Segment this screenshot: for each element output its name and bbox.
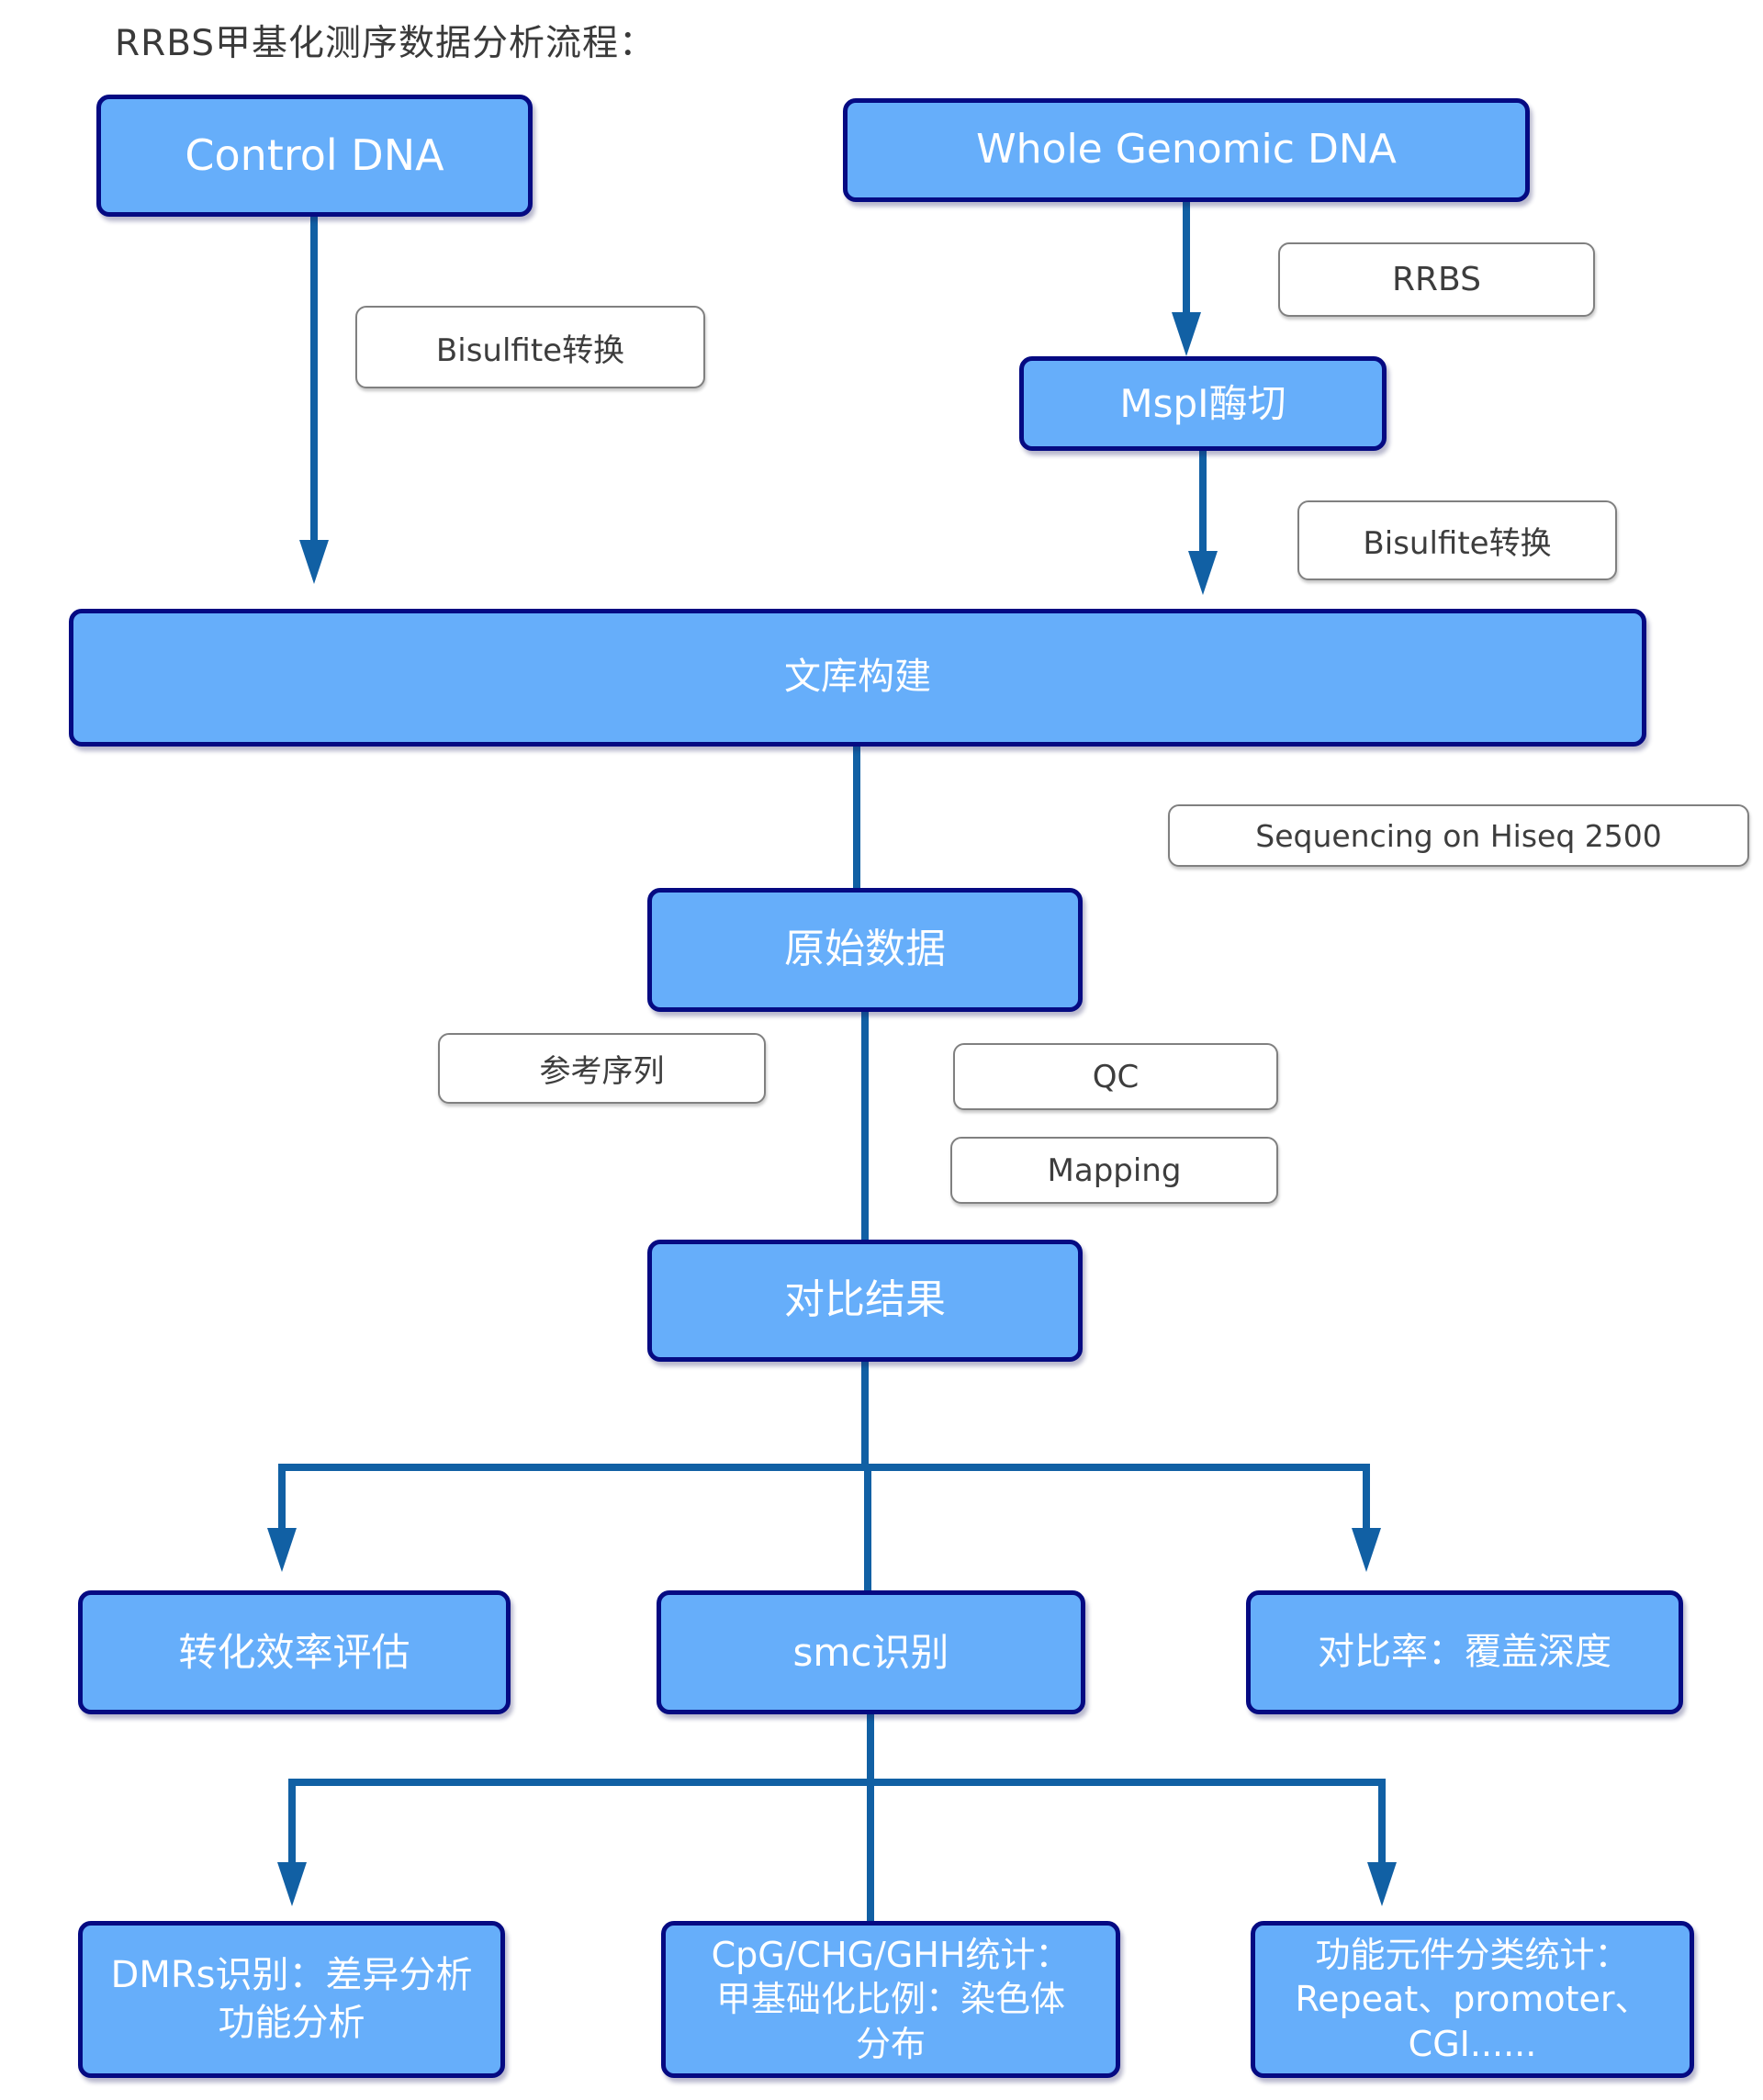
- node-functional-element-stats: 功能元件分类统计： Repeat、promoter、 CGI......: [1251, 1921, 1694, 2078]
- tag-mapping: Mapping: [950, 1137, 1278, 1204]
- node-mspi-digest-label: MspI酶切: [1119, 380, 1286, 426]
- node-alignment-result: 对比结果: [647, 1240, 1083, 1362]
- node-raw-data-label: 原始数据: [784, 926, 946, 973]
- node-alignment-ratio-coverage-label: 对比率：覆盖深度: [1318, 1630, 1611, 1673]
- tag-bisulfite-conversion-left: Bisulfite转换: [355, 306, 705, 388]
- arrowhead-branch2-left: [277, 1862, 307, 1906]
- node-dmrs-identification: DMRs识别：差异分析 功能分析: [78, 1921, 505, 2078]
- arrowhead-controldna-to-library: [299, 540, 329, 584]
- tag-reference-sequence: 参考序列: [438, 1033, 766, 1104]
- page-title: RRBS甲基化测序数据分析流程：: [115, 23, 657, 64]
- arrowhead-branch1-left: [267, 1528, 297, 1572]
- node-dmrs-identification-label: DMRs识别：差异分析 功能分析: [110, 1954, 473, 2044]
- arrowhead-wgd-to-mspi: [1172, 312, 1201, 356]
- arrowhead-mspi-to-library: [1188, 551, 1218, 595]
- arrowhead-branch2-right: [1367, 1862, 1397, 1906]
- node-control-dna-label: Control DNA: [185, 130, 444, 181]
- node-control-dna: Control DNA: [96, 95, 533, 217]
- node-whole-genomic-dna-label: Whole Genomic DNA: [976, 126, 1397, 174]
- node-mspi-digest: MspI酶切: [1019, 356, 1387, 451]
- node-functional-element-stats-label: 功能元件分类统计： Repeat、promoter、 CGI......: [1295, 1934, 1650, 2064]
- node-whole-genomic-dna: Whole Genomic DNA: [843, 98, 1530, 202]
- node-alignment-ratio-coverage: 对比率：覆盖深度: [1246, 1590, 1683, 1714]
- node-cpg-chg-ghh-stats: CpG/CHG/GHH统计： 甲基础化比例：染色体 分布: [661, 1921, 1120, 2078]
- tag-qc: QC: [953, 1043, 1278, 1110]
- tag-bisulfite-conversion-right: Bisulfite转换: [1297, 500, 1617, 580]
- node-smc-identification-label: smc识别: [792, 1629, 949, 1675]
- node-smc-identification: smc识别: [657, 1590, 1085, 1714]
- node-conversion-efficiency-label: 转化效率评估: [178, 1629, 410, 1675]
- arrowhead-branch1-right: [1352, 1528, 1381, 1572]
- tag-sequencing-hiseq-2500: Sequencing on Hiseq 2500: [1168, 804, 1749, 867]
- node-library-construction: 文库构建: [69, 609, 1646, 747]
- node-raw-data: 原始数据: [647, 888, 1083, 1012]
- tag-rrbs: RRBS: [1278, 242, 1595, 317]
- node-conversion-efficiency: 转化效率评估: [78, 1590, 511, 1714]
- node-alignment-result-label: 对比结果: [784, 1276, 946, 1324]
- node-library-construction-label: 文库构建: [784, 656, 931, 699]
- node-cpg-chg-ghh-stats-label: CpG/CHG/GHH统计： 甲基础化比例：染色体 分布: [711, 1934, 1071, 2064]
